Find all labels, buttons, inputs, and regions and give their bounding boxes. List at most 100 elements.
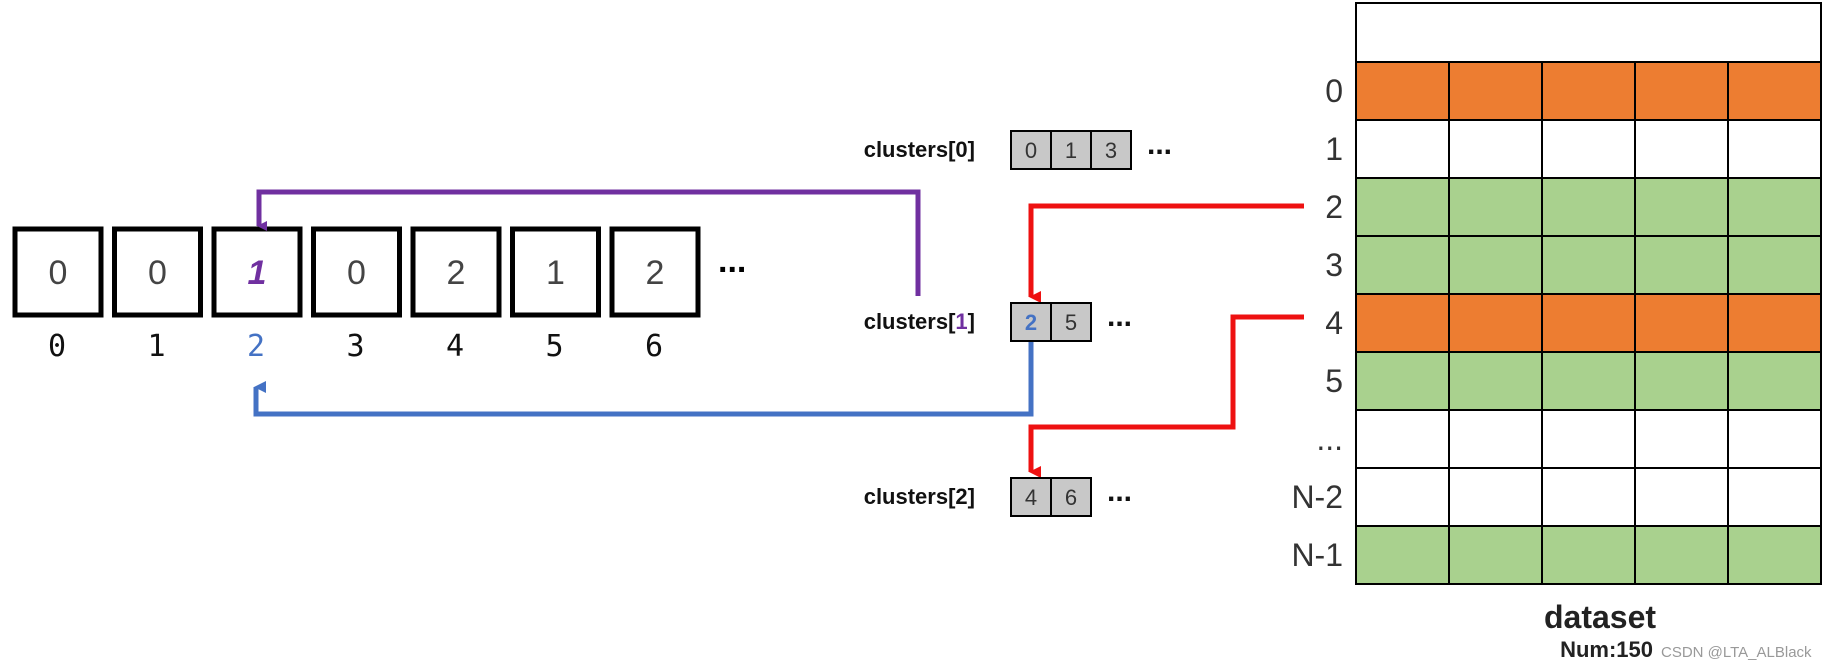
label-value: 0 [347, 254, 366, 292]
cluster-label-suffix: ] [968, 309, 975, 334]
label-value: 1 [248, 254, 267, 292]
dataset-cell [1634, 293, 1729, 353]
dataset-cell [1634, 61, 1729, 121]
dataset-cell [1448, 293, 1543, 353]
cluster-member-value: 6 [1065, 485, 1077, 510]
dataset-row: ... [1316, 409, 1822, 469]
dataset-row-label: ... [1316, 421, 1343, 457]
dataset-border [1355, 2, 1822, 585]
cluster-member-value: 4 [1025, 485, 1037, 510]
label-box [12, 226, 104, 318]
cluster-label-index: 1 [955, 309, 967, 334]
dataset-cell [1448, 409, 1543, 469]
dataset-cell [1448, 61, 1543, 121]
cluster-label-prefix: clusters[ [864, 484, 956, 509]
cluster-member-cell [1010, 130, 1052, 170]
dataset-title: dataset [1544, 599, 1656, 635]
cluster-label-prefix: clusters[ [864, 309, 956, 334]
dataset-cell [1727, 177, 1822, 237]
dataset-row: N-2 [1291, 467, 1822, 527]
cluster-member-value: 3 [1105, 138, 1117, 163]
dataset-row: 2 [1325, 177, 1822, 237]
cluster-member-cell [1090, 130, 1132, 170]
dataset-cell [1727, 467, 1822, 527]
purple-connector [256, 189, 921, 296]
label-cell: 12 [211, 226, 303, 364]
dataset-cell [1448, 119, 1543, 179]
dataset-row: 5 [1325, 351, 1822, 411]
cluster-ellipsis: ... [1107, 300, 1132, 333]
dataset-cell [1727, 409, 1822, 469]
label-value: 2 [447, 254, 466, 292]
dataset-cell [1448, 235, 1543, 295]
label-value: 0 [148, 254, 167, 292]
label-index: 2 [247, 329, 265, 364]
dataset-cell [1355, 119, 1450, 179]
dataset-cell [1541, 409, 1636, 469]
dataset-row-label: 1 [1325, 131, 1343, 167]
cluster-label: clusters[0] [864, 137, 975, 162]
dataset-cell [1727, 293, 1822, 353]
cluster-member-value: 2 [1025, 310, 1037, 335]
cluster-member-cell [1050, 302, 1092, 342]
label-cell: 01 [112, 226, 203, 364]
dataset-cell [1541, 61, 1636, 121]
dataset-cell [1355, 61, 1450, 121]
label-index: 5 [545, 329, 563, 364]
dataset-cell [1355, 293, 1450, 353]
dataset-cell [1634, 119, 1729, 179]
cluster-member-value: 0 [1025, 138, 1037, 163]
dataset-cell [1355, 525, 1450, 585]
dataset-cell [1541, 525, 1636, 585]
label-value: 2 [646, 254, 665, 292]
dataset-cell [1634, 235, 1729, 295]
dataset-cell [1448, 467, 1543, 527]
dataset-cell [1541, 351, 1636, 411]
label-cell: 26 [609, 226, 701, 364]
label-index: 1 [147, 329, 165, 364]
labels-array-ellipsis: ... [718, 242, 746, 280]
dataset-cell [1634, 525, 1729, 585]
dataset-row-label: 4 [1325, 305, 1343, 341]
cluster-label-index: 0 [955, 137, 967, 162]
dataset-row: 0 [1325, 61, 1822, 121]
label-index: 0 [48, 329, 66, 364]
dataset-cell [1541, 235, 1636, 295]
dataset-cell [1448, 525, 1543, 585]
dataset-row: N-1 [1291, 525, 1822, 585]
label-cell: 00 [12, 226, 104, 364]
dataset-row-label: 2 [1325, 189, 1343, 225]
cluster-label-index: 2 [955, 484, 967, 509]
label-cell: 03 [311, 226, 402, 364]
cluster-member-cell [1010, 302, 1052, 342]
label-box [311, 226, 402, 318]
cluster-label-prefix: clusters[ [864, 137, 956, 162]
label-index: 3 [346, 329, 364, 364]
dataset-table: 0 1 2 3 4 5... N-2N-1 [1291, 2, 1822, 585]
dataset-cell [1355, 409, 1450, 469]
label-value: 1 [546, 254, 565, 292]
dataset-row-label: 3 [1325, 247, 1343, 283]
label-cell: 24 [410, 226, 502, 364]
dataset-row-label: 0 [1325, 73, 1343, 109]
dataset-cell [1727, 61, 1822, 121]
dataset-cell [1727, 235, 1822, 295]
dataset-cell [1634, 467, 1729, 527]
cluster-label-suffix: ] [968, 137, 975, 162]
label-index: 4 [446, 329, 464, 364]
dataset-cell [1448, 351, 1543, 411]
dataset-cell [1727, 351, 1822, 411]
cluster-ellipsis: ... [1107, 475, 1132, 508]
dataset-cell [1355, 177, 1450, 237]
label-box [112, 226, 203, 318]
label-value: 0 [49, 254, 68, 292]
dataset-row-label: 5 [1325, 363, 1343, 399]
label-index: 6 [645, 329, 663, 364]
dataset-cell [1355, 467, 1450, 527]
dataset-row: 4 [1325, 293, 1822, 353]
